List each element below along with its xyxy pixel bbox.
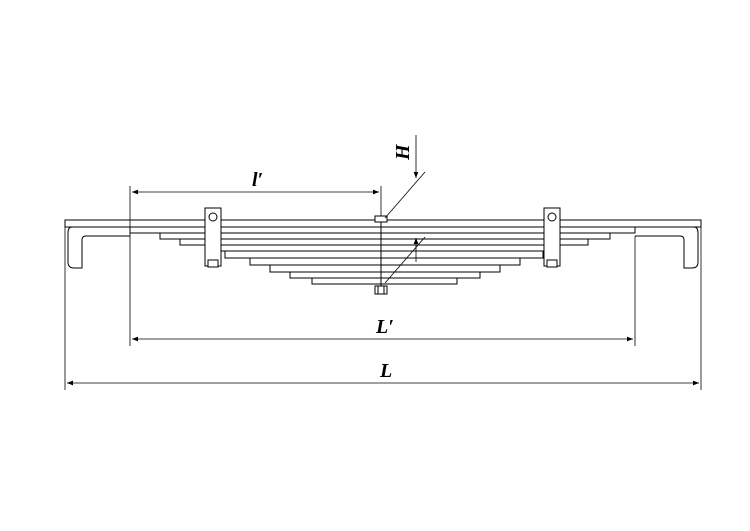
effective-length-dimension <box>129 236 636 346</box>
total-length-dimension <box>64 227 702 390</box>
right-clamp <box>543 207 561 268</box>
effective-length-label: L′ <box>375 316 394 338</box>
height-dimension <box>384 135 426 284</box>
half-length-label: l′ <box>252 169 263 191</box>
left-clamp <box>204 207 222 268</box>
half-length-dimension <box>129 186 382 236</box>
center-bolt <box>374 215 388 295</box>
height-label: H <box>392 143 414 161</box>
total-length-label: L <box>379 360 392 382</box>
